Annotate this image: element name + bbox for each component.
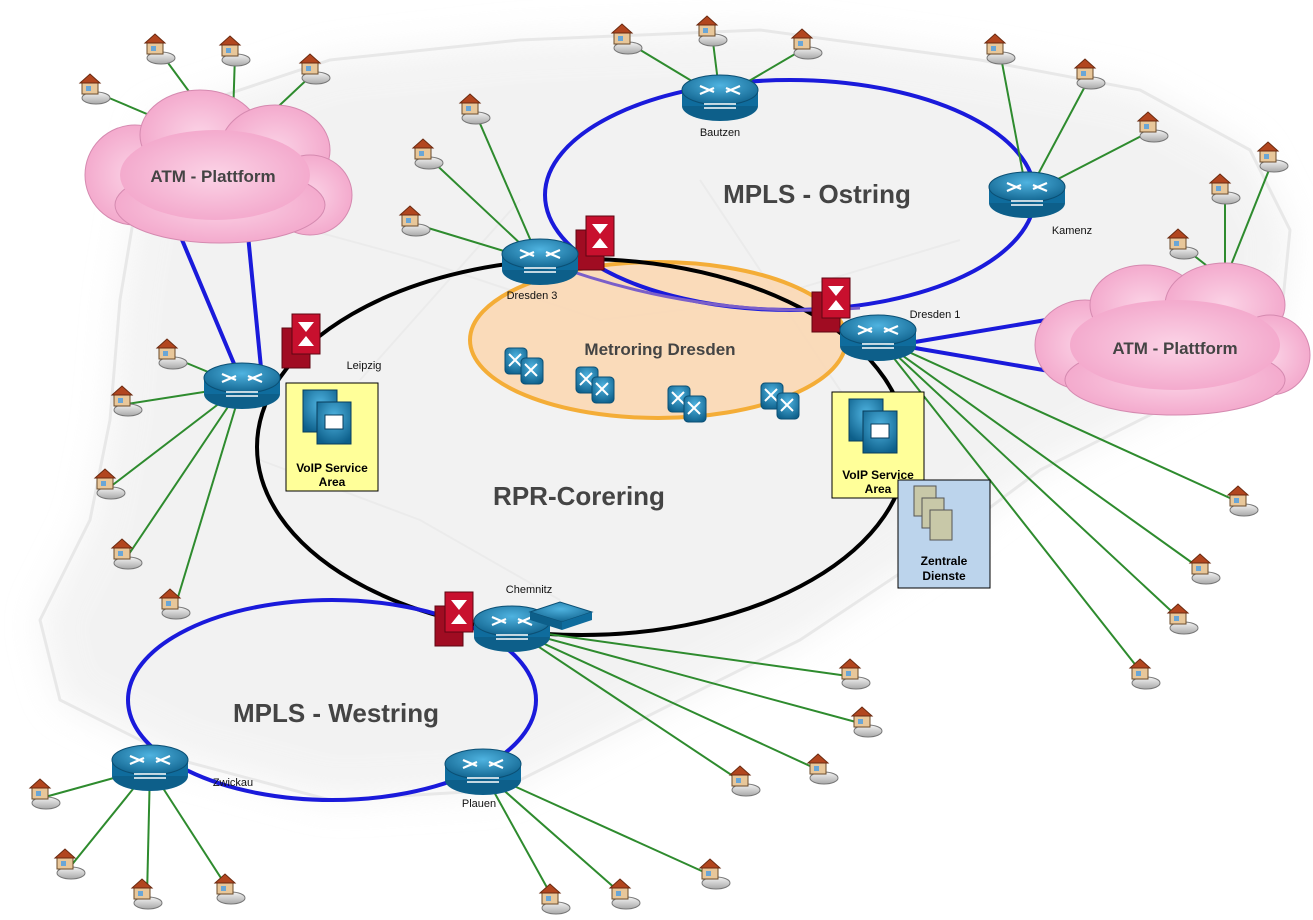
server-icon xyxy=(913,485,953,541)
voip-right-line1: VoIP Service xyxy=(842,468,914,482)
access-link xyxy=(877,337,1244,505)
customer-house-icon[interactable] xyxy=(110,538,143,570)
customer-house-icon[interactable] xyxy=(790,28,823,60)
chemnitz-switch-icon[interactable] xyxy=(528,601,594,630)
router-label-zwickau: Zwickau xyxy=(213,777,253,789)
atm-cloud-right: ATM - Plattform xyxy=(1034,262,1311,416)
customer-house-icon[interactable] xyxy=(158,588,191,620)
router-label-plauen: Plauen xyxy=(462,798,496,810)
customer-house-icon[interactable] xyxy=(610,23,643,55)
firewall-icon[interactable] xyxy=(575,215,615,271)
customer-house-icon[interactable] xyxy=(1136,111,1169,143)
access-link xyxy=(482,771,626,898)
access-link xyxy=(877,337,1206,573)
westring-title: MPLS - Westring xyxy=(233,698,439,728)
customer-house-icon[interactable] xyxy=(458,93,491,125)
metro-switch-icon[interactable] xyxy=(760,382,800,420)
customer-sites xyxy=(28,15,1289,915)
customer-house-icon[interactable] xyxy=(1188,553,1221,585)
corering-title: RPR-Corering xyxy=(493,481,665,511)
customer-house-icon[interactable] xyxy=(143,33,176,65)
zentrale-dienste-box[interactable]: Zentrale Dienste xyxy=(897,479,991,589)
access-link xyxy=(999,51,1028,196)
customer-house-icon[interactable] xyxy=(78,73,111,105)
customer-house-icon[interactable] xyxy=(1128,658,1161,690)
customer-house-icon[interactable] xyxy=(398,205,431,237)
customer-house-icon[interactable] xyxy=(213,873,246,905)
zentrale-line2: Dienste xyxy=(922,569,966,583)
customer-house-icon[interactable] xyxy=(1073,58,1106,90)
customer-house-icon[interactable] xyxy=(850,706,883,738)
access-link xyxy=(1224,159,1274,281)
access-link xyxy=(482,771,716,878)
router-bautzen-icon[interactable] xyxy=(681,74,759,121)
access-link xyxy=(174,385,243,608)
router-label-dresden1: Dresden 1 xyxy=(910,309,961,321)
customer-house-icon[interactable] xyxy=(155,338,188,370)
router-leipzig-icon[interactable] xyxy=(203,362,281,409)
router-label-leipzig: Leipzig xyxy=(347,360,382,372)
customer-house-icon[interactable] xyxy=(1208,173,1241,205)
atm-links xyxy=(178,234,1059,379)
router-plauen-icon[interactable] xyxy=(444,748,522,795)
customer-house-icon[interactable] xyxy=(110,385,143,417)
customer-house-icon[interactable] xyxy=(1226,485,1259,517)
access-link xyxy=(126,385,243,558)
customer-house-icon[interactable] xyxy=(1166,228,1199,260)
customer-house-icon[interactable] xyxy=(728,765,761,797)
customer-house-icon[interactable] xyxy=(218,35,251,67)
voip-box-left[interactable]: VoIP Service Area xyxy=(285,382,379,492)
atm-cloud-left: ATM - Plattform xyxy=(84,89,353,244)
customer-house-icon[interactable] xyxy=(538,883,571,915)
customer-house-icon[interactable] xyxy=(298,53,331,85)
metro-switch-icon[interactable] xyxy=(575,366,615,404)
customer-house-icon[interactable] xyxy=(806,753,839,785)
firewall-icon[interactable] xyxy=(281,313,321,369)
voip-right-line2: Area xyxy=(865,482,892,496)
access-link xyxy=(511,628,746,785)
customer-house-icon[interactable] xyxy=(1256,141,1289,173)
router-dresden1-icon[interactable] xyxy=(839,314,917,361)
routers xyxy=(111,74,1066,795)
voip-left-line1: VoIP Service xyxy=(296,461,368,475)
access-link xyxy=(474,111,541,263)
customer-house-icon[interactable] xyxy=(608,878,641,910)
router-zwickau-icon[interactable] xyxy=(111,744,189,791)
customer-house-icon[interactable] xyxy=(698,858,731,890)
firewalls xyxy=(281,215,851,647)
router-label-kamenz: Kamenz xyxy=(1052,225,1092,237)
zentrale-line1: Zentrale xyxy=(921,554,968,568)
customer-house-icon[interactable] xyxy=(93,468,126,500)
ostring-title: MPLS - Ostring xyxy=(723,179,911,209)
firewall-icon[interactable] xyxy=(434,591,474,647)
customer-house-icon[interactable] xyxy=(695,15,728,47)
metroring-title: Metroring Dresden xyxy=(584,340,735,359)
metro-switch-icon[interactable] xyxy=(504,347,544,385)
access-link xyxy=(511,628,856,678)
voip-left-line2: Area xyxy=(319,475,346,489)
router-label-bautzen: Bautzen xyxy=(700,127,740,139)
metro-switch-icon[interactable] xyxy=(667,385,707,423)
customer-house-icon[interactable] xyxy=(838,658,871,690)
metro-switches xyxy=(504,347,800,423)
customer-house-icon[interactable] xyxy=(53,848,86,880)
atm-cloud-right-label: ATM - Plattform xyxy=(1112,339,1237,358)
access-link xyxy=(511,628,824,773)
customer-house-icon[interactable] xyxy=(411,138,444,170)
customer-house-icon[interactable] xyxy=(28,778,61,810)
customer-house-icon[interactable] xyxy=(130,878,163,910)
router-label-chemnitz: Chemnitz xyxy=(506,584,552,596)
atm-cloud-left-label: ATM - Plattform xyxy=(150,167,275,186)
mpls-westring-ring xyxy=(126,598,538,802)
customer-house-icon[interactable] xyxy=(983,33,1016,65)
access-link xyxy=(877,337,1184,623)
customer-house-icon[interactable] xyxy=(1166,603,1199,635)
router-dresden3-icon[interactable] xyxy=(501,238,579,285)
router-label-dresden3: Dresden 3 xyxy=(507,290,558,302)
router-kamenz-icon[interactable] xyxy=(988,171,1066,218)
firewall-icon[interactable] xyxy=(811,277,851,333)
router-chemnitz-icon[interactable] xyxy=(473,605,551,652)
access-link xyxy=(511,628,868,726)
